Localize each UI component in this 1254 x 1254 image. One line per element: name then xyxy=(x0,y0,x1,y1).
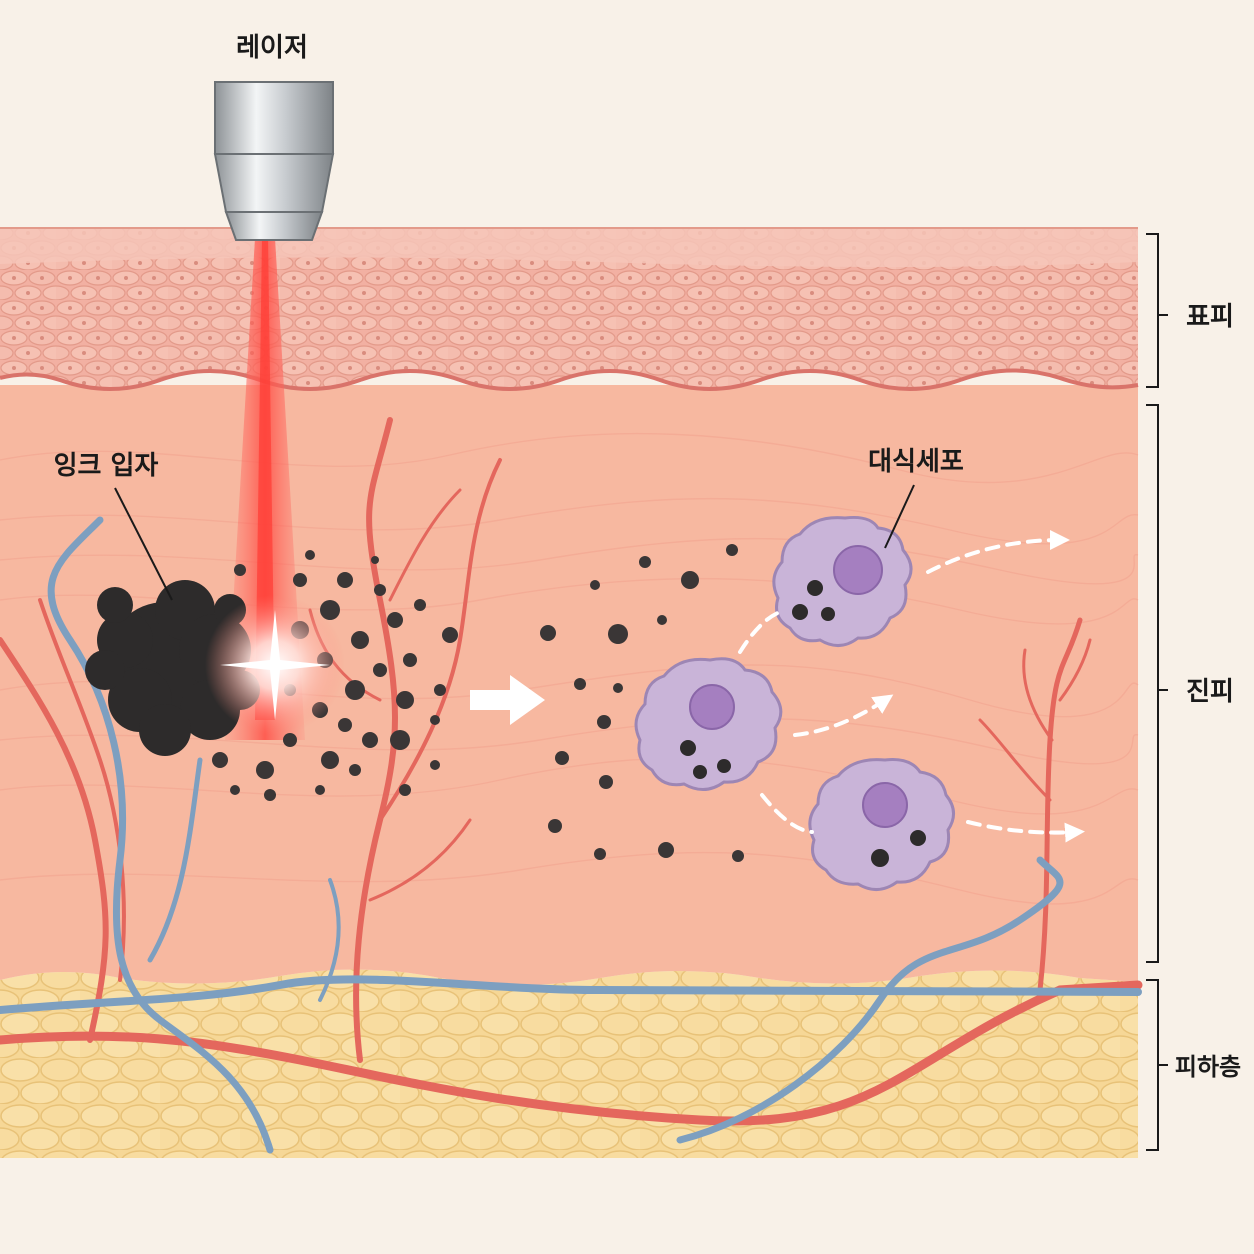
macrophage-label: 대식세포 xyxy=(868,447,964,477)
dermis-bracket xyxy=(1146,404,1159,963)
dermis-label: 진피 xyxy=(1186,677,1234,707)
subcutis-layer xyxy=(0,969,1138,1158)
ink-fragments-scattered xyxy=(540,544,744,862)
epidermis-label: 표피 xyxy=(1186,302,1234,332)
macrophage-top xyxy=(772,516,913,647)
layer-brackets xyxy=(1146,233,1168,1151)
macrophage-bottom xyxy=(808,758,955,891)
laser-tip xyxy=(224,211,324,241)
laser-flash xyxy=(205,595,345,735)
macrophage-middle xyxy=(634,657,783,791)
epidermis-bracket xyxy=(1146,233,1159,388)
subcutis-label: 피하층 xyxy=(1175,1053,1241,1081)
laser-label: 레이저 xyxy=(236,33,308,63)
vein xyxy=(0,516,1142,1154)
laser-handpiece-body xyxy=(214,81,334,155)
process-arrow xyxy=(470,675,545,725)
macrophage-callout-line xyxy=(884,484,915,549)
blood-vessels xyxy=(0,417,1143,1154)
ink-callout-line xyxy=(114,487,173,601)
artery xyxy=(0,417,1143,1126)
migration-arrows xyxy=(738,530,1085,843)
subcutis-bracket xyxy=(1146,979,1159,1151)
ink-particles-label: 잉크 입자 xyxy=(54,451,159,481)
epidermis-layer xyxy=(0,227,1139,391)
